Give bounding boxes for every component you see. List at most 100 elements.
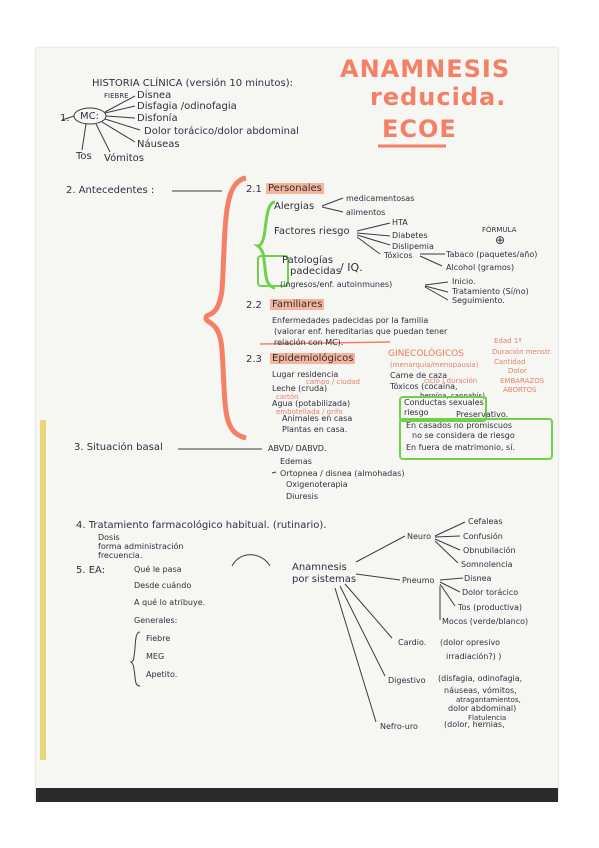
- generales-label: Generales:: [134, 616, 178, 625]
- plus-icon: ⊕: [495, 233, 506, 247]
- abortos-note: ABORTOS: [503, 386, 537, 394]
- digestivo-line1: (disfagia, odinofagia,: [438, 674, 523, 683]
- somnolencia: Somnolencia: [461, 560, 513, 569]
- ea-label: 5. EA:: [76, 565, 106, 576]
- abvd: ABVD/ DABVD.: [268, 444, 327, 453]
- anamnesis-label: Anamnesis: [292, 562, 347, 573]
- cardio-label: Cardio.: [398, 638, 427, 647]
- dark-bottom-edge: [36, 788, 558, 802]
- toxicos-epi: Tóxicos (cocaína,: [390, 382, 458, 391]
- frecuencia: frecuencia.: [98, 551, 143, 560]
- ecoe-heading: ECOE: [382, 115, 457, 143]
- familiares-line3: relación con MC).: [274, 338, 344, 347]
- medicamentosas: medicamentosas: [346, 194, 415, 203]
- familiares-line1: Enfermedades padecidas por la familia: [272, 316, 429, 325]
- seguimiento: Seguimiento.: [452, 296, 505, 305]
- personales-num: 2.1: [246, 184, 262, 195]
- factores-riesgo-label: Factores riesgo: [274, 226, 350, 237]
- nefro-uro-label: Nefro-uro: [380, 722, 418, 731]
- animales: Animales en casa: [282, 414, 353, 423]
- anamnesis-heading: ANAMNESIS: [340, 55, 511, 83]
- historia-clinica-title: HISTORIA CLÍNICA (versión 10 minutos):: [92, 78, 293, 89]
- epidemiologicos-label: Epidemiológicos: [270, 353, 356, 364]
- carton-note: cartón: [276, 393, 299, 401]
- ciclo-note: ciclo / duración: [424, 377, 478, 385]
- edad-note: Edad 1ª: [494, 337, 522, 345]
- familiares-line2: (valorar enf. hereditarias que puedan te…: [274, 327, 448, 336]
- tratamiento-sino: Tratamiento (Sí/no): [452, 287, 529, 296]
- ortopnea: Ortopnea / disnea (almohadas): [280, 469, 405, 478]
- casados-line1: En casados no promiscuos: [406, 421, 513, 430]
- alcohol: Alcohol (gramos): [446, 263, 515, 272]
- nauseas-item: Náuseas: [137, 139, 180, 150]
- disfonia-item: Disfonía: [137, 113, 178, 124]
- lugar-residencia: Lugar residencia: [272, 370, 339, 379]
- green-box-casados: [399, 418, 553, 460]
- riesgo: riesgo: [404, 408, 429, 417]
- disnea-pneumo: Disnea: [464, 574, 492, 583]
- alimentos: alimentos: [346, 208, 386, 217]
- epidemiologicos-num: 2.3: [246, 354, 262, 365]
- inicio: Inicio.: [452, 277, 476, 286]
- apetito: Apetito.: [146, 670, 178, 679]
- casados-line2: no se considera de riesgo: [412, 431, 515, 440]
- conductas-sexuales: Conductas sexuales: [404, 398, 484, 407]
- disnea-item: Disnea: [137, 90, 172, 101]
- digestivo-line3: atragantamientos,: [456, 696, 521, 704]
- forma-administracion: forma administración: [98, 542, 184, 551]
- paper-sheet: [36, 48, 558, 800]
- cefaleas: Cefaleas: [468, 517, 503, 526]
- campo-ciudad-note: campo / ciudad: [306, 378, 360, 386]
- formula-note: FÓRMULA: [482, 226, 517, 234]
- familiares-num: 2.2: [246, 300, 262, 311]
- cardio-line1: (dolor opresivo: [440, 638, 501, 647]
- tos-item: Tos: [76, 151, 92, 162]
- situacion-basal-label: 3. Situación basal: [74, 442, 163, 453]
- padecidas-label: padecidas: [290, 266, 341, 277]
- por-sistemas-label: por sistemas: [292, 574, 357, 585]
- menarquia-note: (menarquia/menopausia): [390, 361, 479, 369]
- toxicos-label: Tóxicos: [384, 251, 413, 260]
- antecedentes-label: 2. Antecedentes :: [66, 185, 155, 196]
- yellow-page-edge: [40, 420, 46, 760]
- digestivo-line4: dolor abdominal): [448, 704, 517, 713]
- agua: Agua (potabilizada): [272, 399, 351, 408]
- disfagia-item: Disfagia /odinofagia: [137, 101, 237, 112]
- tratamiento-label: 4. Tratamiento farmacológico habitual. (…: [76, 520, 327, 531]
- pneumo-label: Pneumo: [402, 576, 435, 585]
- embotellada-note: embotellada / grifo: [276, 408, 343, 416]
- nefro-line1: (dolor, hernias,: [444, 720, 505, 729]
- dolor-item: Dolor torácico/dolor abdominal: [144, 126, 299, 137]
- tabaco: Tabaco (paquetes/año): [446, 250, 538, 259]
- ginecologicos-label: GINECOLÓGICOS: [388, 349, 464, 359]
- section1-number: 1.: [60, 113, 70, 124]
- fuera-matrimonio: En fuera de matrimonio, sí.: [406, 443, 515, 452]
- fiebre: Fiebre: [146, 634, 171, 643]
- alergias-label: Alergias: [274, 201, 315, 212]
- carne-caza: Carne de caza: [390, 371, 448, 380]
- reducida-heading: reducida.: [370, 83, 507, 111]
- tos-productiva: Tos (productiva): [458, 603, 523, 612]
- dolor-note: Dolor: [508, 367, 527, 375]
- fiebre-note: FIEBRE: [104, 92, 129, 100]
- a-que-atribuye: A qué lo atribuye.: [134, 598, 206, 607]
- diuresis: Diuresis: [286, 492, 319, 501]
- orange-brace: [203, 175, 247, 441]
- dolor-toracico-pneumo: Dolor torácico: [462, 588, 519, 597]
- meg: MEG: [146, 652, 165, 661]
- dosis: Dosis: [98, 533, 120, 542]
- embarazos-note: EMBARAZOS: [500, 377, 545, 385]
- cantidad-note: Cantidad: [494, 358, 526, 366]
- digestivo-label: Digestivo: [388, 676, 426, 685]
- desde-cuando: Desde cuándo: [134, 581, 192, 590]
- dislipemia: Dislipemia: [392, 242, 434, 251]
- digestivo-line2: náuseas, vómitos,: [444, 686, 517, 695]
- hta: HTA: [392, 218, 408, 227]
- oxigenoterapia: Oxigenoterapia: [286, 480, 348, 489]
- mocos: Mocos (verde/blanco): [442, 617, 529, 626]
- flatulencia: Flatulencia: [468, 714, 507, 722]
- plantas: Plantas en casa.: [282, 425, 348, 434]
- leche: Leche (cruda): [272, 384, 328, 393]
- green-brace: [253, 200, 276, 290]
